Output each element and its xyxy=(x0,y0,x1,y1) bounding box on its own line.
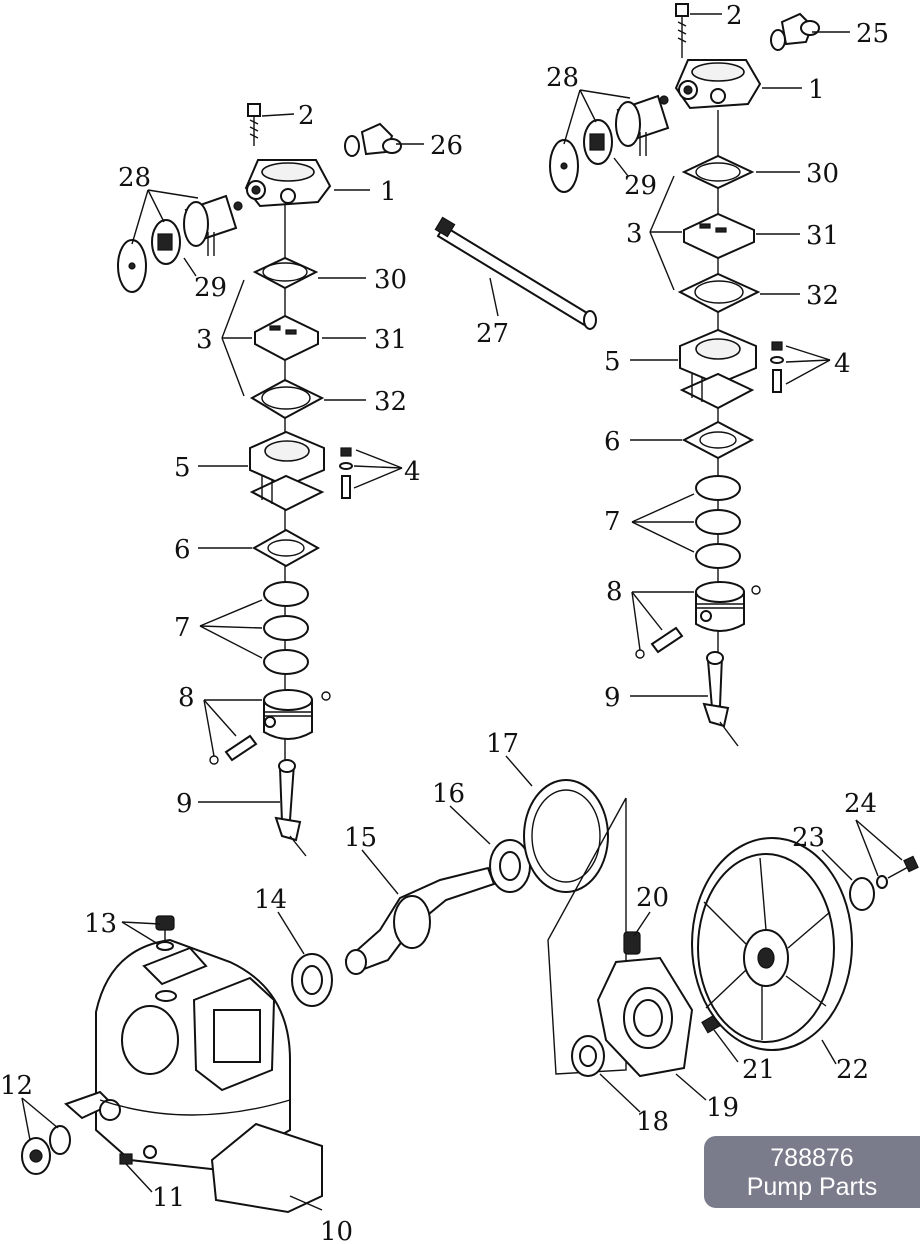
cylinder-head-part xyxy=(674,59,762,110)
badge-code: 788876 xyxy=(770,1144,854,1172)
elbow-fitting-part xyxy=(770,12,820,51)
gasket-part xyxy=(681,154,755,190)
callout-label: 1 xyxy=(808,75,825,105)
callout-label: 16 xyxy=(432,779,465,809)
callout-label: 7 xyxy=(174,613,191,643)
callout-label: 29 xyxy=(624,171,657,201)
nut-washer-stud-part xyxy=(339,447,353,499)
callout-label: 26 xyxy=(430,131,463,161)
connecting-rod-part xyxy=(274,759,307,857)
air-filter-part xyxy=(549,94,670,193)
piston-ring-part xyxy=(695,509,741,535)
callout-label: 32 xyxy=(806,281,839,311)
piston-ring-part xyxy=(263,581,309,607)
callout-label: 23 xyxy=(792,823,825,853)
callout-label: 14 xyxy=(254,885,287,915)
callout-label: 13 xyxy=(84,909,117,939)
callout-label: 2 xyxy=(298,101,315,131)
pulley-bolt-part xyxy=(876,855,919,889)
callout-label: 9 xyxy=(604,683,621,713)
flexible-hose-part xyxy=(434,216,597,330)
callout-label: 4 xyxy=(834,349,851,379)
valve-plate-part xyxy=(683,212,755,260)
crankcase-part xyxy=(64,938,323,1214)
callout-label: 25 xyxy=(856,19,889,49)
valve-plate-part xyxy=(254,314,319,362)
drain-plug-part xyxy=(21,1125,71,1175)
callout-label: 30 xyxy=(374,265,407,295)
callout-label: 32 xyxy=(374,387,407,417)
connecting-rod-part xyxy=(702,651,739,747)
callout-label: 21 xyxy=(742,1055,775,1085)
callout-label: 19 xyxy=(706,1093,739,1123)
gasket-part xyxy=(251,528,321,568)
piston-ring-part xyxy=(263,649,309,675)
gasket-part xyxy=(677,272,761,314)
callout-label: 8 xyxy=(178,683,195,713)
callout-label: 7 xyxy=(604,507,621,537)
callout-label: 22 xyxy=(836,1055,869,1085)
cylinder-block-part xyxy=(679,328,757,410)
callout-label: 10 xyxy=(320,1217,353,1244)
pulley-part xyxy=(691,837,853,1051)
piston-ring-part xyxy=(695,475,741,501)
left-cylinder-assembly xyxy=(117,103,402,857)
callout-label: 29 xyxy=(194,273,227,303)
callout-label: 1 xyxy=(380,177,397,207)
end-cover-gasket-part xyxy=(523,779,609,893)
callout-label: 2 xyxy=(726,1,743,31)
callout-label: 31 xyxy=(806,221,839,251)
callout-label: 28 xyxy=(118,163,151,193)
callout-label: 28 xyxy=(546,63,579,93)
callout-label: 17 xyxy=(486,729,519,759)
callout-label: 27 xyxy=(476,319,509,349)
callout-label: 3 xyxy=(196,325,213,355)
gasket-part xyxy=(681,420,755,460)
callout-label: 24 xyxy=(844,789,877,819)
elbow-fitting-part xyxy=(344,122,402,157)
oil-plug-part xyxy=(155,915,175,951)
callout-label: 11 xyxy=(152,1183,185,1213)
callout-label: 3 xyxy=(626,219,643,249)
cylinder-block-part xyxy=(249,430,325,512)
cylinder-head-part xyxy=(244,159,332,208)
part-number-badge: 788876 Pump Parts xyxy=(704,1136,920,1208)
piston-ring-part xyxy=(263,615,309,641)
piston-part xyxy=(635,581,761,659)
callout-label: 18 xyxy=(636,1107,669,1137)
callout-numbers: 2 26 1 28 29 30 31 32 3 27 5 4 6 7 8 9 2… xyxy=(0,1,889,1244)
crankshaft-part xyxy=(344,866,496,975)
callout-label: 5 xyxy=(174,453,191,483)
callout-label: 31 xyxy=(374,325,407,355)
callout-label: 12 xyxy=(0,1071,33,1101)
callout-label: 20 xyxy=(636,883,669,913)
bolt-part xyxy=(675,3,689,58)
callout-label: 4 xyxy=(404,457,421,487)
callout-label: 6 xyxy=(174,535,191,565)
bearing-cover-part xyxy=(596,931,694,1078)
bearing-part xyxy=(489,839,531,893)
leader-lines xyxy=(21,13,903,1211)
bearing-part xyxy=(291,953,333,1007)
callout-label: 15 xyxy=(344,823,377,853)
air-filter-part xyxy=(117,194,243,293)
bolt-part xyxy=(247,103,261,146)
callout-label: 30 xyxy=(806,159,839,189)
piston-part xyxy=(209,689,331,765)
piston-ring-part xyxy=(695,543,741,569)
callout-label: 9 xyxy=(176,789,193,819)
callout-label: 6 xyxy=(604,427,621,457)
washer-part xyxy=(849,877,875,911)
callout-label: 8 xyxy=(606,577,623,607)
badge-title: Pump Parts xyxy=(746,1173,878,1201)
nut-washer-stud-part xyxy=(770,341,784,393)
oil-seal-part xyxy=(571,1035,605,1077)
right-cylinder-assembly xyxy=(549,3,820,747)
callout-label: 5 xyxy=(604,347,621,377)
